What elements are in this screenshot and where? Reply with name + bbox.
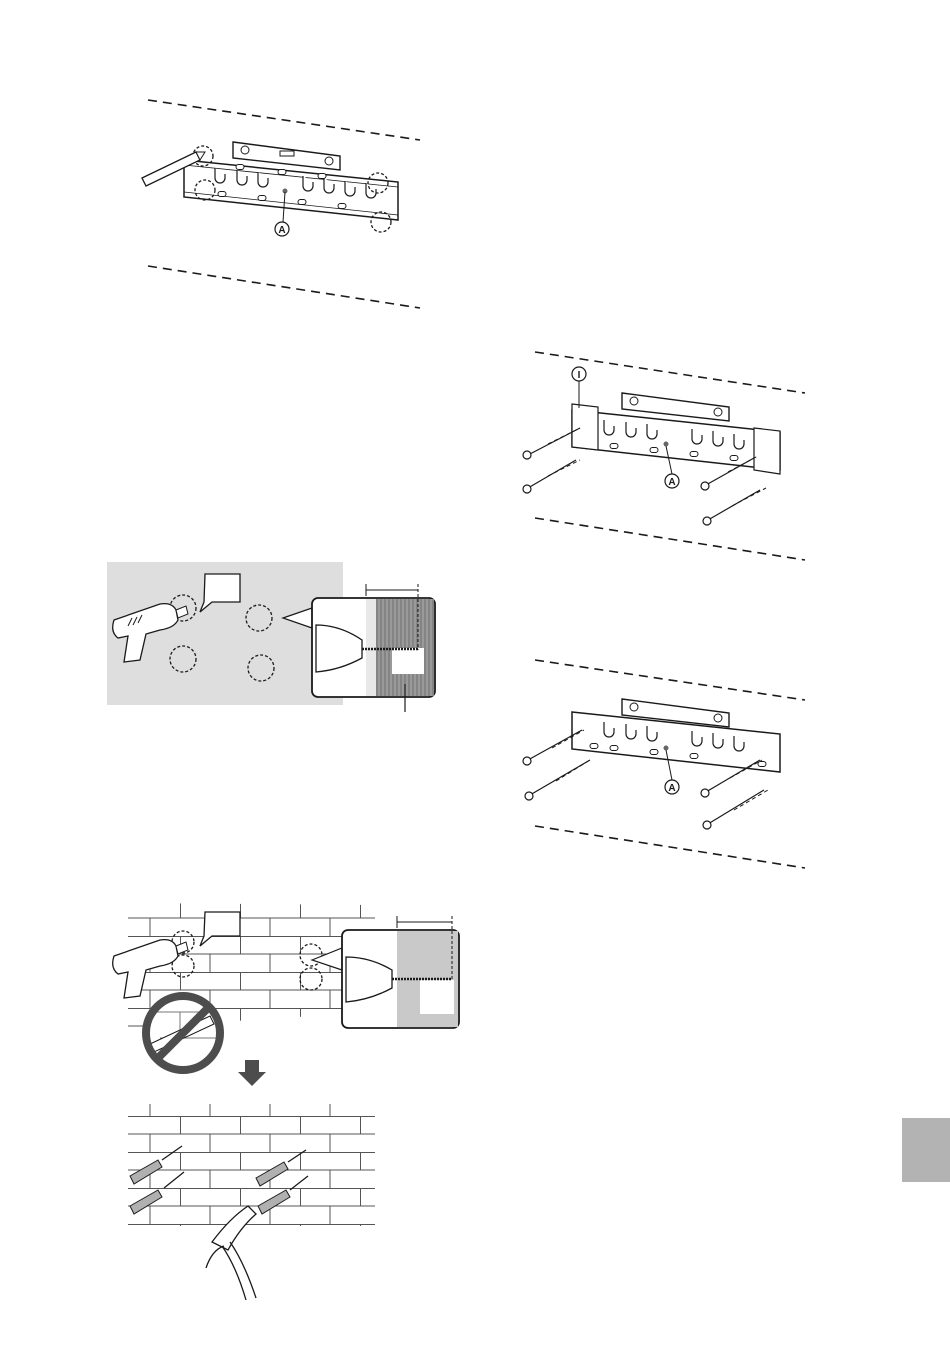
part-label-a: A (668, 783, 675, 794)
prohibited-icon (146, 996, 220, 1070)
part-label-a: A (668, 477, 675, 488)
figure-insert-anchors (128, 1104, 375, 1300)
figure-bracket-screws-1: I A (523, 352, 805, 560)
figure-bracket-marking: A (142, 100, 420, 308)
wall-bracket (184, 160, 398, 220)
part-label-a: A (278, 225, 285, 236)
figure-drill-drywall (107, 562, 435, 712)
part-label-i: I (578, 370, 581, 381)
page-edge-tab (902, 1118, 950, 1182)
figure-drill-brick (113, 903, 459, 1070)
figure-bracket-screws-2: A (523, 660, 805, 868)
level-icon (233, 142, 340, 170)
down-arrow-icon (238, 1060, 266, 1086)
